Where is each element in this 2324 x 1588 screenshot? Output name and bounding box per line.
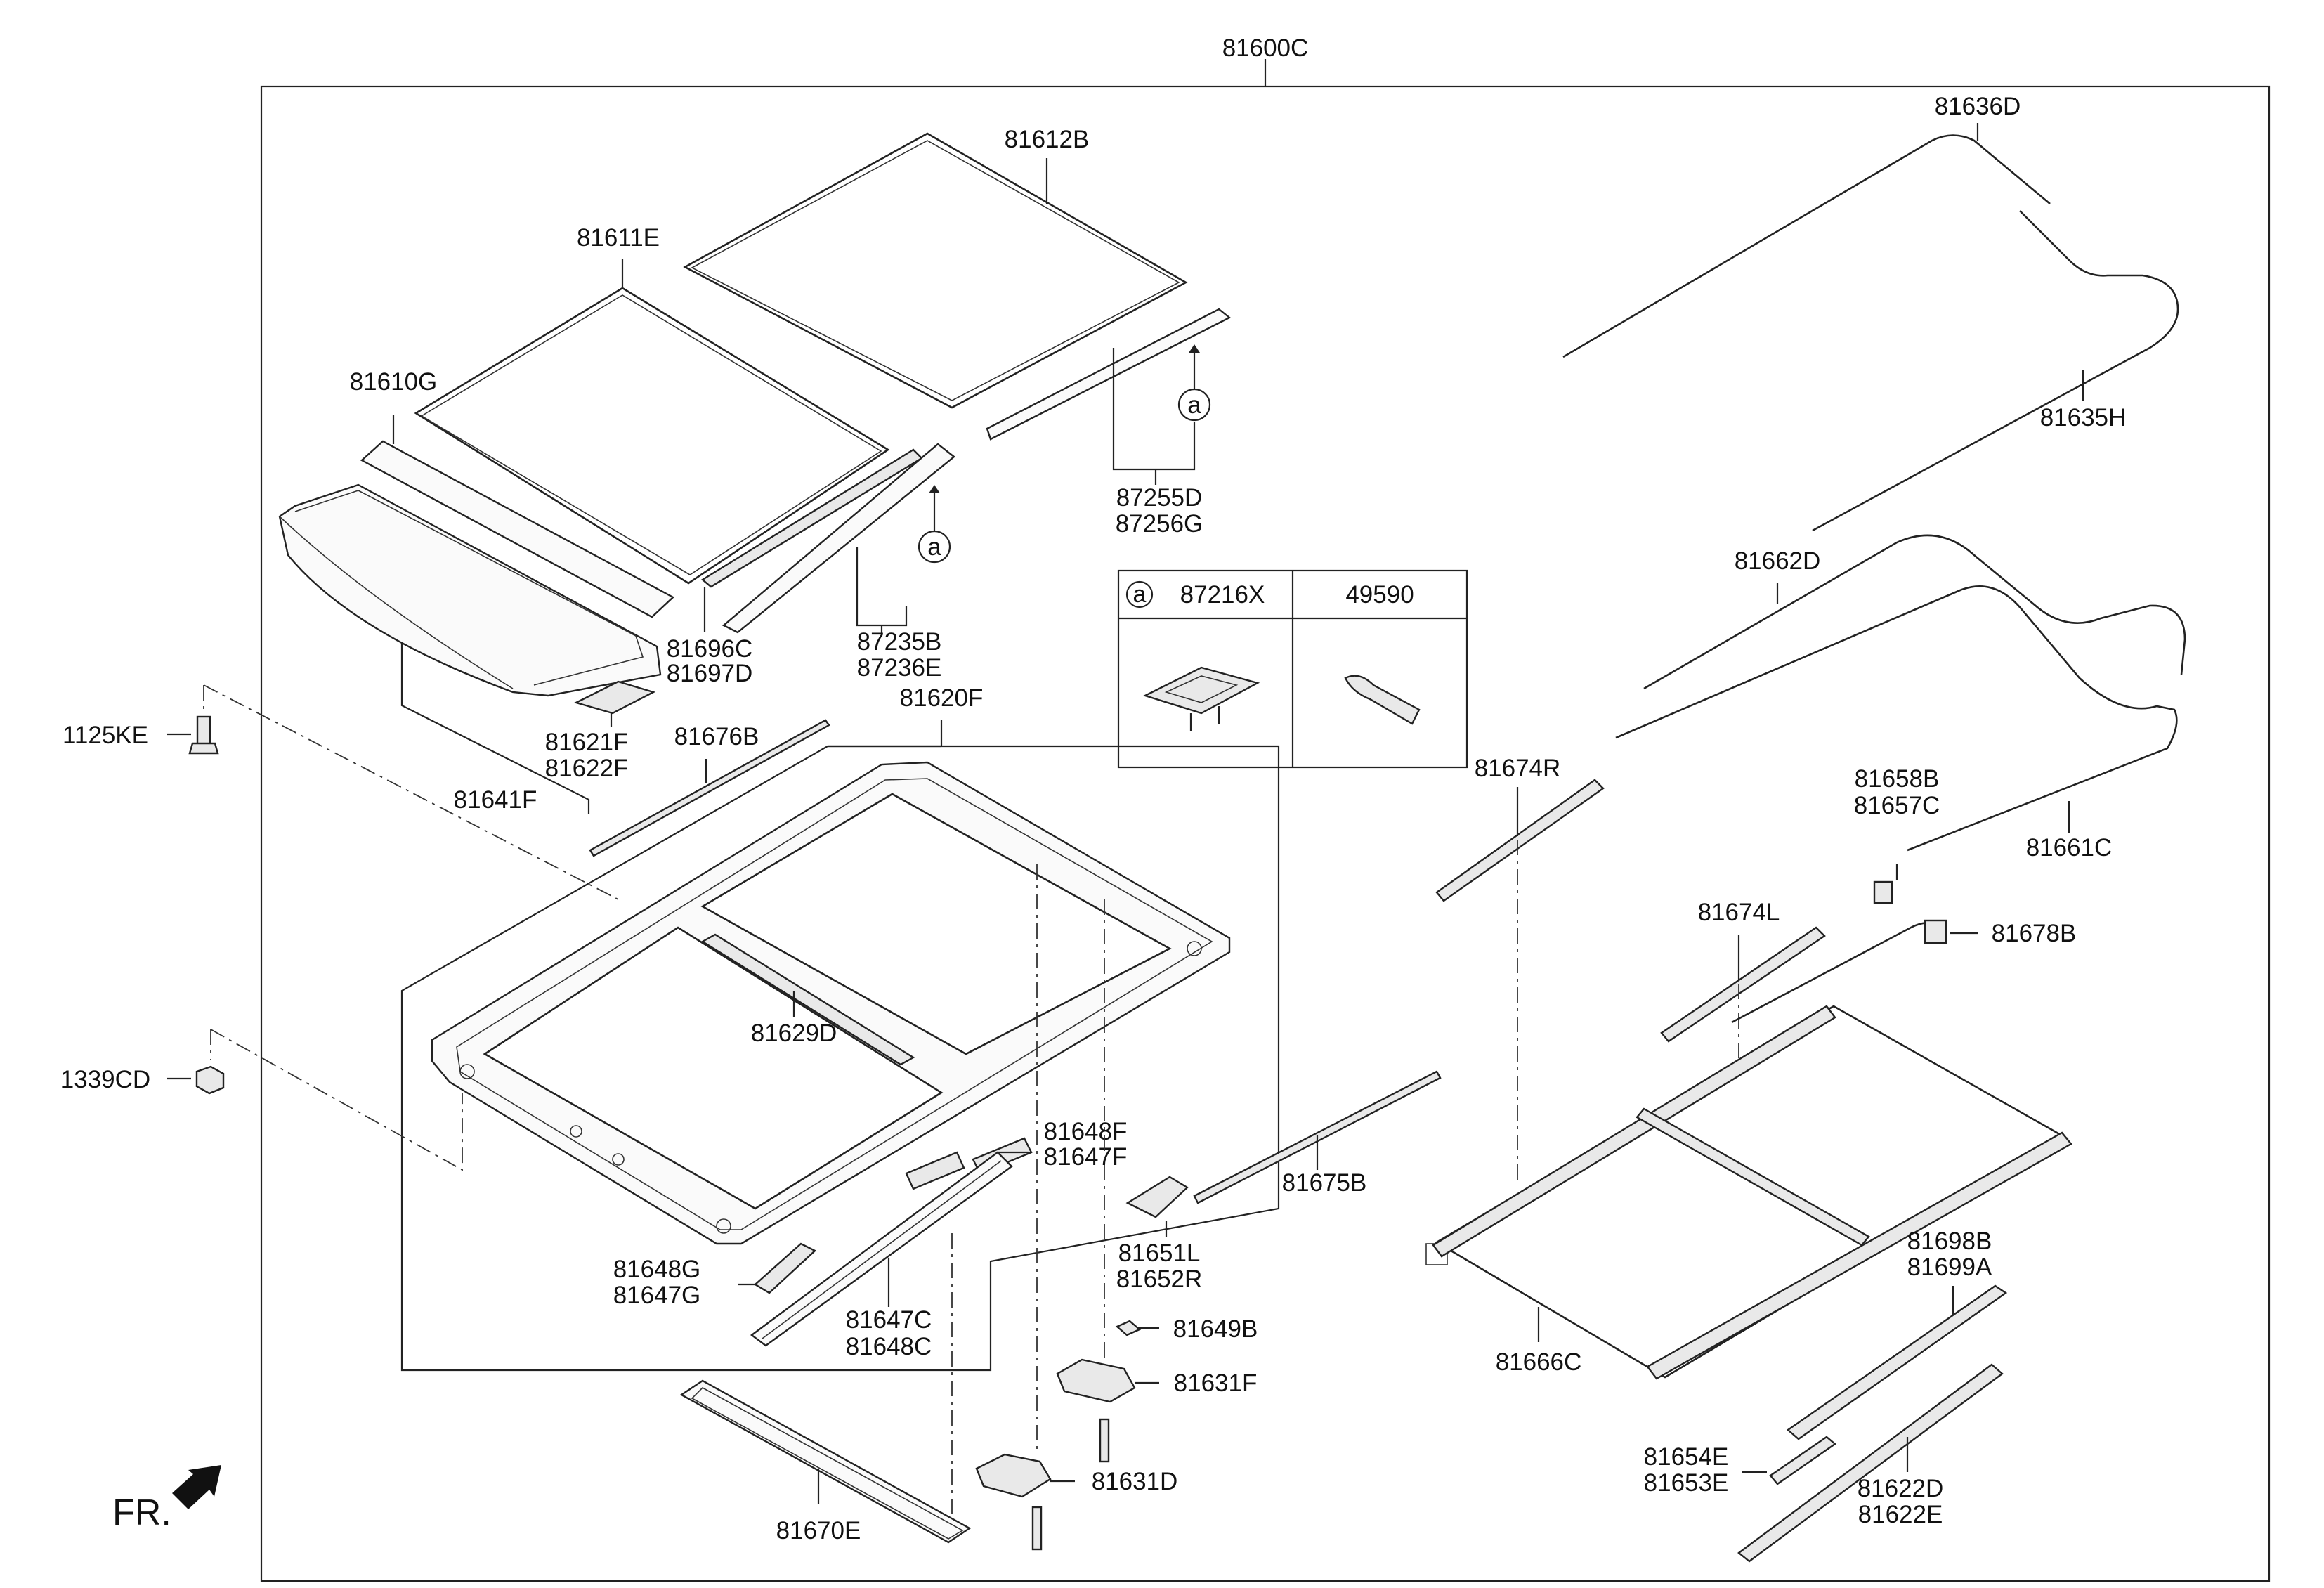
drive-cable-81662D: 81662D [1643,534,2186,690]
callout-87255D: 87255D [1116,484,1203,512]
bracket-81621F: 81621F 81622F [545,680,656,782]
callout-81647C: 81647C [846,1306,932,1334]
callout-81662D: 81662D [1735,547,1821,575]
deflector-housing-81641F: 81641F [278,483,662,814]
callout-81622D: 81622D [1858,1475,1944,1502]
callout-81622F: 81622F [545,755,629,782]
callout-81676B: 81676B [674,723,759,750]
callout-81675B: 81675B [1282,1169,1367,1197]
inset-marker: a [1133,581,1147,608]
front-trim-81670E: 81670E [679,1379,972,1544]
callout-81620F: 81620F [900,684,984,712]
roller-shade-81666C: 81666C [1425,1005,2072,1380]
callout-81635H: 81635H [2040,404,2127,431]
callout-81661C: 81661C [2026,834,2113,861]
front-arrow-icon [172,1465,221,1509]
callout-81670E: 81670E [776,1517,861,1544]
callout-81648G: 81648G [613,1256,701,1283]
inset-parts-table: a 87216X 49590 [1117,569,1468,769]
callout-87256G: 87256G [1116,510,1203,538]
seal-strip-front: 81696C 81697D 87235B 87236E a [667,443,955,687]
callout-81647G: 81647G [613,1282,701,1309]
drive-cable-81635H: 81635H [1812,210,2179,532]
callout-81697D: 81697D [667,660,753,687]
callout-81674L: 81674L [1698,899,1780,926]
harness-81678B: 81678B [1731,919,2077,1024]
rail-81647C: 81647C 81648C [750,1151,1013,1360]
callout-81649B: 81649B [1173,1315,1258,1343]
inset-marker-circle [1125,580,1154,608]
clip-87216X-illustration [1142,666,1260,731]
connector-81658B: 81658B 81657C [1854,765,1940,904]
seal-strip-rear: 87255D 87256G a [986,308,1232,538]
callout-81631F: 81631F [1174,1369,1258,1397]
callout-81674R: 81674R [1475,755,1561,782]
callout-81641F: 81641F [454,786,537,814]
drive-cable-81636D: 81636D [1562,93,2051,358]
bracket-81648F: 81648F 81647F [905,1118,1128,1190]
callout-81622E: 81622E [1858,1501,1943,1528]
callout-81696C: 81696C [667,635,753,663]
front-label: FR. [112,1492,171,1533]
callout-81678B: 81678B [1992,920,2077,947]
callout-1125KE: 1125KE [63,722,148,749]
drive-cable-81661C: 81661C [1615,585,2178,861]
callout-81658B: 81658B [1855,765,1940,793]
clip-81649B: 81649B [1115,1315,1258,1343]
sealant-49590-illustration [1344,675,1421,725]
callout-81611E: 81611E [577,224,660,252]
front-direction-indicator: FR. [112,1465,221,1533]
callout-81648C: 81648C [846,1333,932,1360]
callout-81621F: 81621F [545,729,629,756]
callout-81666C: 81666C [1496,1348,1582,1376]
callout-81698B: 81698B [1907,1228,1992,1255]
callout-81600C: 81600C [1222,34,1309,62]
callout-81647F: 81647F [1044,1143,1128,1171]
weatherstrip-81674L: 81674L [1660,899,1826,1335]
front-glass-81611E: 81611E [414,224,890,585]
drain-strip-81676B: 81676B [589,719,830,857]
callout-81699A: 81699A [1907,1254,1992,1281]
inset-part-87216X: 87216X [1180,581,1265,608]
rear-glass-81612B: 81612B [683,126,1188,409]
bracket-81651L: 81651L 81652R [1116,1176,1203,1293]
ref-marker-a-rear-label: a [1187,391,1201,419]
callout-81631D: 81631D [1092,1468,1178,1495]
bolt-1125KE: 1125KE [63,684,619,900]
callout-81651L: 81651L [1118,1239,1201,1267]
callout-81657C: 81657C [1854,792,1940,819]
drain-strip-81675B: 81675B [1193,1070,1442,1204]
callout-81648F: 81648F [1044,1118,1128,1145]
callout-81654E: 81654E [1644,1443,1729,1471]
bracket-81654E: 81654E 81653E [1644,1436,1836,1497]
nut-1339CD: 1339CD [60,1029,463,1171]
bracket-81648G: 81648G 81647G [613,1242,817,1309]
inset-part-49590: 49590 [1345,581,1414,608]
deflector-seal-81610G: 81610G [350,368,675,618]
sunroof-frame-81620F: 81620F 81629D [400,684,1280,1372]
weatherstrip-81674R: 81674R [1435,755,1605,1180]
callout-81653E: 81653E [1644,1469,1729,1497]
rail-81698B: 81698B 81699A [1787,1228,2008,1440]
assembly-frame: 81600C [260,34,2271,1582]
callout-81652R: 81652R [1116,1265,1203,1293]
motor-81631D: 81631D [951,864,1178,1551]
callout-81610G: 81610G [350,368,438,396]
callout-1339CD: 1339CD [60,1066,150,1093]
callout-81612B: 81612B [1005,126,1090,153]
callout-81629D: 81629D [751,1020,837,1047]
callout-87236E: 87236E [857,654,942,682]
callout-81636D: 81636D [1935,93,2021,120]
motor-81631F: 81631F [1056,899,1258,1463]
rail-81622D: 81622D 81622E [1737,1363,2004,1563]
ref-marker-a-front-label: a [927,533,941,561]
callout-87235B: 87235B [857,628,942,656]
